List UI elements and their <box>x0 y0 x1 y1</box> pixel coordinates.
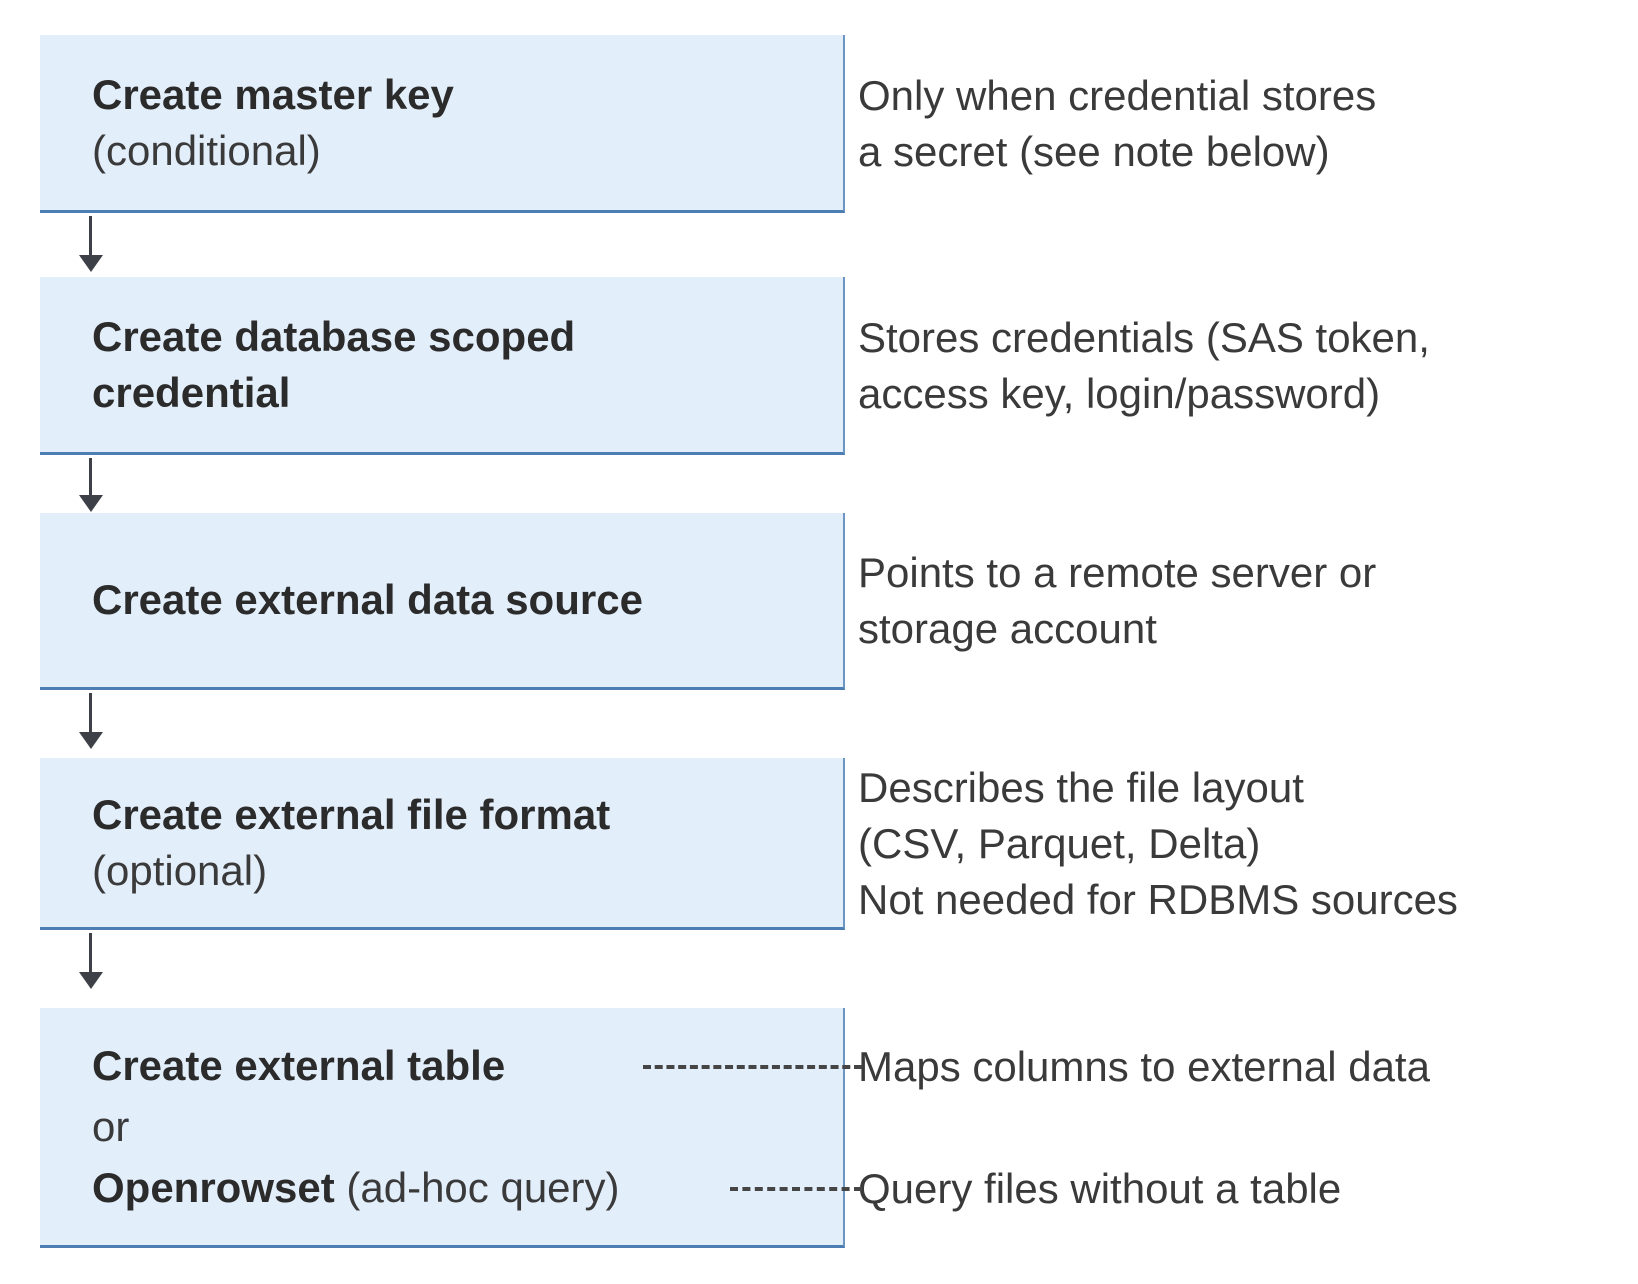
flow-step-create-master-key: Create master key (conditional) <box>40 35 845 213</box>
annotation-external-file-format: Describes the file layout (CSV, Parquet,… <box>858 760 1458 928</box>
step-openrowset-line: Openrowset (ad-hoc query) <box>92 1157 843 1218</box>
arrow-head <box>79 255 103 272</box>
flow-step-create-external-table-or-openrowset: Create external table or Openrowset (ad-… <box>40 1008 845 1248</box>
annotation-openrowset: Query files without a table <box>858 1161 1341 1217</box>
step-or-text: or <box>92 1103 130 1150</box>
annotation-line: (CSV, Parquet, Delta) <box>858 820 1261 867</box>
step-title: Create master key <box>92 70 454 118</box>
annotation-line: a secret (see note below) <box>858 128 1330 175</box>
dashed-connector-external-table <box>643 1065 862 1069</box>
arrow-shaft <box>89 458 92 498</box>
step-title: Create external table <box>92 1042 506 1089</box>
step-title: Create external data source <box>92 576 643 623</box>
down-arrow-icon <box>79 216 103 272</box>
annotation-line: access key, login/password) <box>858 370 1381 417</box>
step-title: Create database scoped <box>92 312 576 360</box>
arrow-shaft <box>89 216 92 258</box>
down-arrow-icon <box>79 693 103 749</box>
step-title-continued: credential <box>92 368 291 416</box>
step-qualifier: (conditional) <box>92 126 321 174</box>
annotation-line: Points to a remote server or <box>858 549 1377 596</box>
annotation-line: Only when credential stores <box>858 72 1377 119</box>
arrow-shaft <box>89 933 92 975</box>
down-arrow-icon <box>79 933 103 989</box>
annotation-line: Maps columns to external data <box>858 1043 1430 1090</box>
step-qualifier: (optional) <box>92 846 268 894</box>
annotation-line: Not needed for RDBMS sources <box>858 876 1458 923</box>
annotation-external-table: Maps columns to external data <box>858 1039 1430 1095</box>
dashed-connector-openrowset <box>730 1187 862 1191</box>
annotation-master-key: Only when credential stores a secret (se… <box>858 68 1376 180</box>
annotation-database-scoped-credential: Stores credentials (SAS token, access ke… <box>858 310 1430 422</box>
arrow-shaft <box>89 693 92 735</box>
arrow-head <box>79 972 103 989</box>
step-openrowset-bold: Openrowset <box>92 1164 335 1211</box>
annotation-line: Describes the file layout <box>858 764 1304 811</box>
annotation-line: storage account <box>858 605 1157 652</box>
flow-step-create-external-data-source: Create external data source <box>40 513 845 690</box>
arrow-head <box>79 732 103 749</box>
down-arrow-icon <box>79 458 103 512</box>
flow-step-create-external-file-format: Create external file format (optional) <box>40 758 845 930</box>
annotation-line: Stores credentials (SAS token, <box>858 314 1430 361</box>
step-openrowset-qualifier: (ad-hoc query) <box>334 1164 620 1211</box>
step-title: Create external file format <box>92 790 611 838</box>
flow-step-create-database-scoped-credential: Create database scoped credential <box>40 277 845 455</box>
arrow-head <box>79 495 103 512</box>
annotation-line: Query files without a table <box>858 1165 1342 1212</box>
annotation-external-data-source: Points to a remote server or storage acc… <box>858 545 1376 657</box>
